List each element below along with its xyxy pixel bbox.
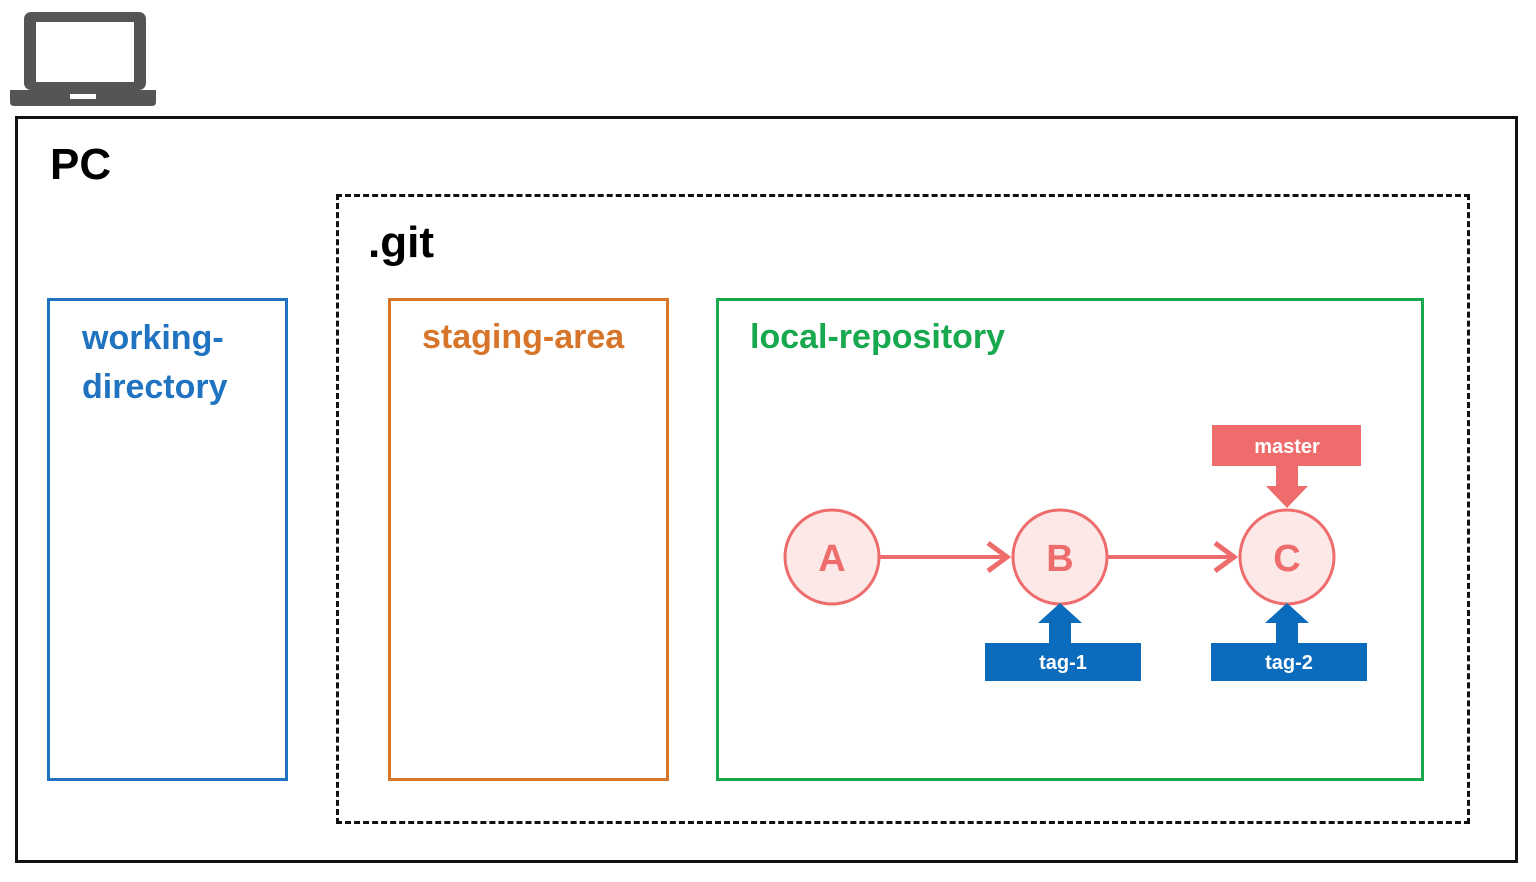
commit-label-b: B: [1046, 538, 1073, 580]
tag-pointer-2: tag-2: [1211, 603, 1367, 681]
tag-label-1: tag-1: [1039, 652, 1087, 674]
commit-node-c: C: [1238, 508, 1336, 606]
branch-pointer-master: master: [1212, 425, 1361, 508]
laptop-icon: [10, 12, 156, 106]
git-container: [336, 194, 1470, 824]
git-title: .git: [368, 218, 434, 267]
pc-container: [15, 116, 1518, 863]
staging-area-box: [388, 298, 669, 781]
working-directory-title-line1: working-: [82, 319, 224, 357]
commit-arrow-a-to-b: [880, 540, 1012, 574]
working-directory-title-line2: directory: [82, 368, 228, 406]
pc-title: PC: [50, 140, 112, 189]
working-directory-title: working- directory: [82, 314, 272, 412]
local-repository-box: [716, 298, 1424, 781]
commit-node-b: B: [1011, 508, 1109, 606]
working-directory-box: [47, 298, 288, 781]
commit-node-a: A: [783, 508, 881, 606]
branch-label-master: master: [1254, 436, 1320, 458]
tag-pointer-1: tag-1: [985, 603, 1141, 681]
commit-label-c: C: [1273, 538, 1300, 580]
commit-label-a: A: [818, 538, 845, 580]
staging-area-title: staging-area: [422, 318, 625, 356]
commit-arrow-b-to-c: [1108, 540, 1239, 574]
tag-label-2: tag-2: [1265, 652, 1313, 674]
local-repository-title: local-repository: [750, 318, 1006, 356]
